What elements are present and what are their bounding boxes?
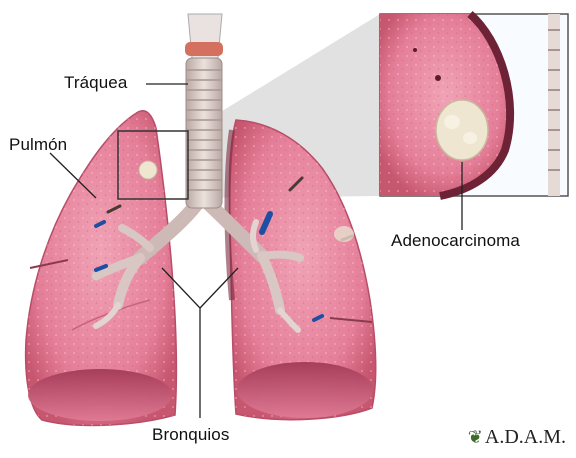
adam-logo-text: A.D.A.M. — [485, 426, 566, 449]
adam-logo-icon: ❦ — [468, 427, 483, 448]
trachea — [185, 14, 223, 208]
label-adenocarcinoma: Adenocarcinoma — [391, 231, 520, 251]
label-lung: Pulmón — [9, 135, 67, 155]
zoom-inset — [380, 14, 568, 196]
adenocarcinoma-tumor — [436, 100, 488, 160]
tumor-small — [139, 161, 157, 179]
label-trachea: Tráquea — [64, 73, 127, 93]
tumor-secondary — [334, 226, 354, 242]
adam-logo: ❦ A.D.A.M. — [468, 426, 566, 449]
label-bronchi: Bronquios — [152, 425, 229, 445]
inset-trachea-rings — [548, 14, 560, 196]
left-lung-base — [28, 369, 172, 421]
right-lung-base — [237, 362, 373, 418]
